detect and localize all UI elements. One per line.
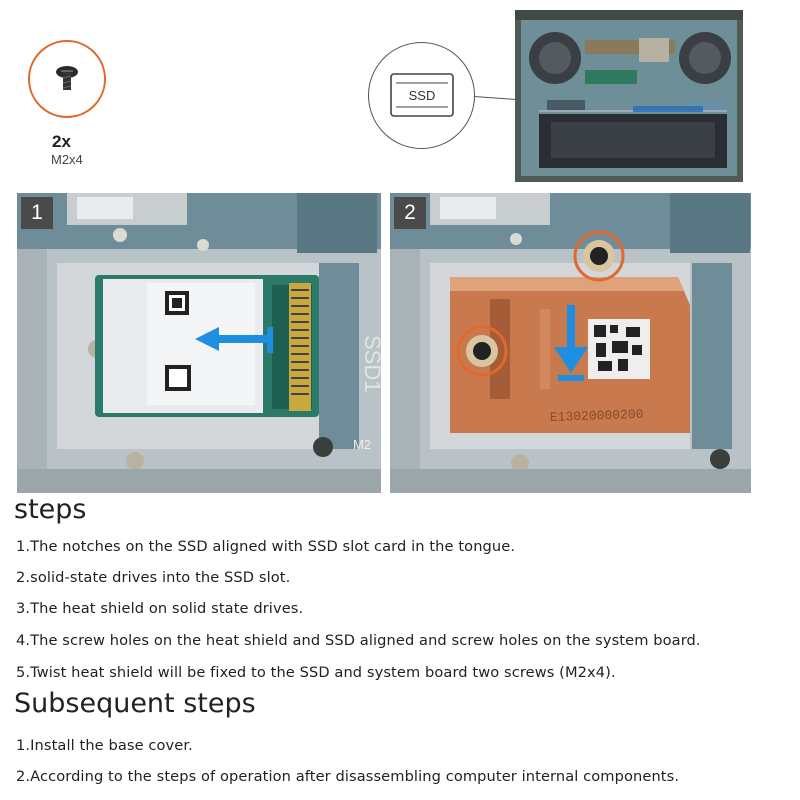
photo-panel-1: SSD1 M2 1 <box>17 193 381 493</box>
step-badge-2: 2 <box>394 197 426 229</box>
subsequent-heading: Subsequent steps <box>14 688 256 719</box>
ssd-icon: SSD <box>390 73 454 117</box>
steps-heading: steps <box>14 494 87 525</box>
screw-quantity: 2x <box>52 132 71 151</box>
laptop-overview-photo <box>515 10 743 182</box>
step-item-3: 3.The heat shield on solid state drives. <box>16 600 304 617</box>
screw-callout <box>28 40 106 118</box>
screw-icon <box>56 66 78 90</box>
step-item-1: 1.The notches on the SSD aligned with SS… <box>16 538 516 555</box>
subsequent-item-1: 1.Install the base cover. <box>16 737 193 754</box>
corner-label: M2 <box>353 437 371 452</box>
ssd-badge-label: SSD <box>409 88 436 103</box>
step-badge-1: 1 <box>21 197 53 229</box>
screw-type: M2x4 <box>51 152 83 167</box>
arrow-right-icon <box>195 327 273 353</box>
shield-code-label: E13020000200 <box>550 407 644 425</box>
subsequent-item-2: 2.According to the steps of operation af… <box>16 768 680 785</box>
step-item-2: 2.solid-state drives into the SSD slot. <box>16 569 291 586</box>
arrow-down-icon <box>554 305 588 381</box>
slot-label: SSD1 <box>360 335 381 392</box>
step-item-4: 4.The screw holes on the heat shield and… <box>16 632 701 649</box>
photo-panel-2: E13020000200 2 <box>390 193 751 493</box>
ssd-callout: SSD <box>368 42 475 149</box>
step-item-5: 5.Twist heat shield will be fixed to the… <box>16 664 616 681</box>
